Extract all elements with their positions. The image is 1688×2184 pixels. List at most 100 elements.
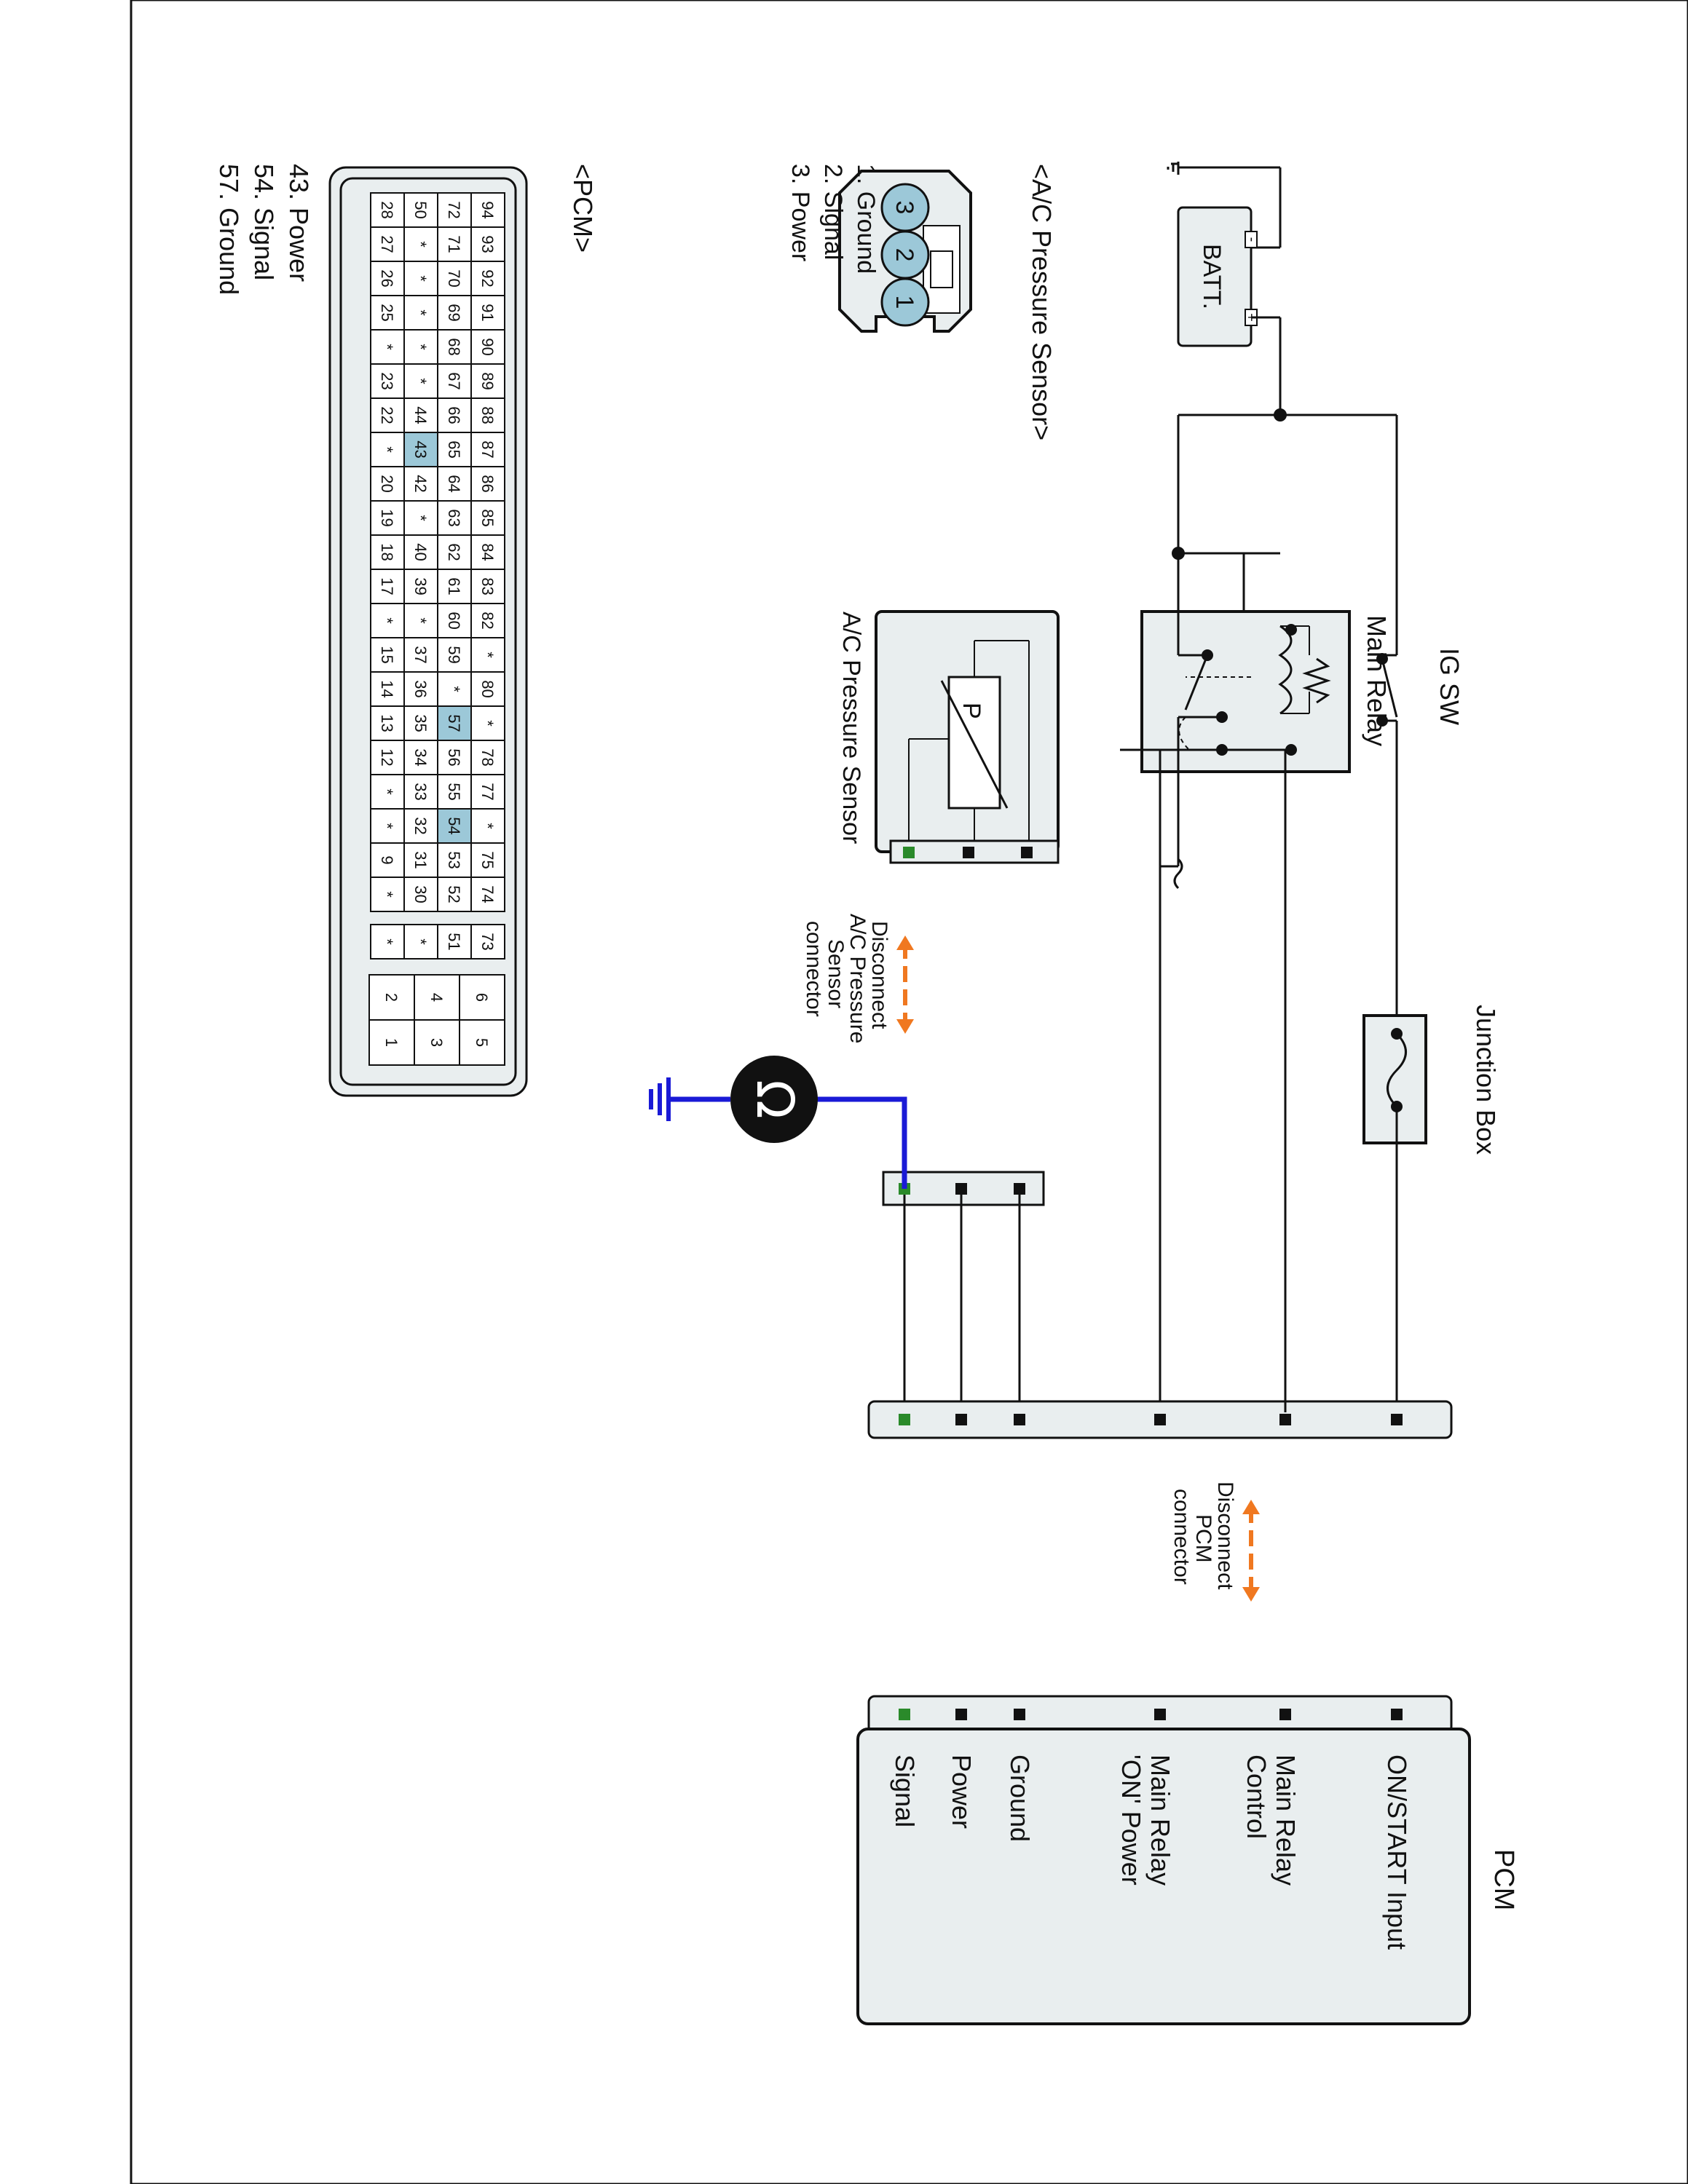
- disconnect-sensor-line-3: Sensor: [824, 939, 848, 1008]
- battery-bus-wires: [1177, 414, 1398, 655]
- pcm-pin-label: 55: [445, 783, 463, 800]
- pcm-legend-item-2: 54. Signal: [249, 164, 279, 280]
- pcm-pin-label: *: [378, 788, 396, 795]
- disconnect-sensor-line-1: Disconnect: [867, 921, 891, 1029]
- pcm-pin-label: *: [411, 309, 430, 316]
- pcm-pin-label: 43: [411, 440, 430, 458]
- pcm-pin-label: 63: [445, 509, 463, 526]
- sensor-legend-item-1: 1. Ground: [852, 164, 880, 274]
- sensor-body-label: A/C Pressure Sensor: [837, 612, 865, 844]
- pcm-pin-label: 91: [478, 304, 497, 321]
- pcm-pin-label: 84: [478, 543, 497, 561]
- pcm-pin-label: 67: [445, 372, 463, 389]
- pcm-pin-label: *: [478, 652, 497, 658]
- pcm-terminal-label-1-0: Main Relay: [1271, 1754, 1301, 1886]
- battery: - + BATT.: [1167, 162, 1282, 415]
- disconnect-pcm-arrow: Disconnect PCM connector: [1170, 1481, 1260, 1602]
- ohmmeter: Ω: [649, 1056, 907, 1189]
- pcm-connector-title: <PCM>: [568, 164, 598, 253]
- main-relay: Main Relay: [1140, 610, 1392, 773]
- pcm-pin-label: 5: [473, 1038, 491, 1047]
- pcm-pin-label: 6: [473, 993, 491, 1002]
- pcm-pin-label: *: [378, 617, 396, 624]
- sensor-pin-1-label: 1: [891, 296, 918, 309]
- ig-sw-label: IG SW: [1435, 648, 1464, 725]
- pcm-pin-label: *: [411, 938, 430, 945]
- pcm-pin-label: 87: [478, 440, 497, 458]
- pcm-pin-label: 4: [427, 993, 446, 1002]
- pcm-pin-label: 17: [378, 577, 396, 595]
- disconnect-sensor-arrow: Disconnect A/C Pressure Sensor connector: [802, 914, 914, 1043]
- junction-box-label: Junction Box: [1471, 1005, 1501, 1155]
- pcm-pin-label: 82: [478, 612, 497, 629]
- pcm-pin-label: 83: [478, 577, 497, 595]
- disconnect-pcm-line-3: connector: [1170, 1489, 1194, 1585]
- pcm-pin-label: 36: [411, 680, 430, 697]
- pcm-pin-label: 14: [378, 680, 396, 697]
- pcm-pin-label: 13: [378, 714, 396, 732]
- pcm-pin-label: 92: [478, 269, 497, 287]
- disconnect-sensor-line-4: connector: [802, 921, 826, 1017]
- sensor-p-label: P: [958, 703, 985, 719]
- pcm-pin-label: *: [478, 823, 497, 829]
- pcm-terminal-label-2-1: 'ON' Power: [1116, 1754, 1146, 1886]
- pcm-pin-label: *: [445, 686, 463, 692]
- pcm-pin-label: 78: [478, 748, 497, 766]
- pcm-pin-label: 75: [478, 851, 497, 869]
- pcm-pin-label: 40: [411, 543, 430, 561]
- sensor-pin-2-label: 2: [891, 248, 918, 262]
- pcm-pin-label: 80: [478, 680, 497, 697]
- pcm-pin-label: 70: [445, 269, 463, 287]
- pcm-pin-label: 61: [445, 577, 463, 595]
- pcm-pin-label: 31: [411, 851, 430, 869]
- pcm-pin-cell: [370, 924, 405, 960]
- pcm-terminal-label-1-1: Control: [1242, 1754, 1271, 1839]
- pcm-pin-label: *: [411, 617, 430, 624]
- pcm-pin-label: *: [378, 938, 396, 945]
- pcm-pin-label: 12: [378, 748, 396, 766]
- pcm-pin-label: *: [378, 891, 396, 898]
- pcm-pin-label: 52: [445, 885, 463, 903]
- pcm-pin-label: 9: [378, 855, 396, 864]
- pcm-pin-label: *: [411, 344, 430, 350]
- pcm-pin-label: 66: [445, 406, 463, 424]
- pcm-pin-label: 60: [445, 612, 463, 629]
- pcm-pin-label: 30: [411, 885, 430, 903]
- harness-pcm-connector: [867, 1400, 1453, 1439]
- pcm-pin-label: 25: [378, 304, 396, 321]
- pcm-terminal-label-4-0: Power: [947, 1754, 977, 1829]
- sensor-pin-3-label: 3: [891, 201, 918, 215]
- pcm-pin-label: *: [411, 241, 430, 248]
- pcm-pin-label: 42: [411, 475, 430, 492]
- pcm-pin-label: 18: [378, 543, 396, 561]
- pcm-pin-label: 35: [411, 714, 430, 732]
- pcm-pin-label: 51: [445, 933, 463, 950]
- pcm-pin-label: 71: [445, 235, 463, 253]
- sensor-pin-1: [880, 277, 930, 327]
- pcm-pin-label: 15: [378, 646, 396, 663]
- pcm-pin-label: 39: [411, 577, 430, 595]
- pcm-pin-label: 28: [378, 201, 396, 218]
- pcm-pin-label: 53: [445, 851, 463, 869]
- pcm-pin-label: *: [378, 823, 396, 829]
- relay-wires: [1120, 553, 1291, 868]
- pcm-pin-label: 85: [478, 509, 497, 526]
- pcm-pin-label: 57: [445, 714, 463, 732]
- pcm-pin-cell: [370, 877, 405, 912]
- pcm-pin-label: 3: [427, 1038, 446, 1047]
- pcm-pin-label: 64: [445, 475, 463, 492]
- pcm-pin-label: 77: [478, 783, 497, 800]
- pcm-pin-label: 20: [378, 475, 396, 492]
- pcm-pin-label: 93: [478, 235, 497, 253]
- pcm-pin-label: 62: [445, 543, 463, 561]
- pcm-terminal-label-3-0: Ground: [1005, 1754, 1035, 1842]
- pcm-pin-label: 94: [478, 201, 497, 218]
- pcm-pin-label: 37: [411, 646, 430, 663]
- pcm-pin-label: *: [478, 720, 497, 727]
- pcm-pin-label: 44: [411, 406, 430, 424]
- pcm-pin-cell: [368, 1019, 415, 1066]
- ohm-icon: Ω: [745, 1080, 805, 1119]
- pcm-pin-label: 90: [478, 338, 497, 355]
- pcm-pin-label: 22: [378, 406, 396, 424]
